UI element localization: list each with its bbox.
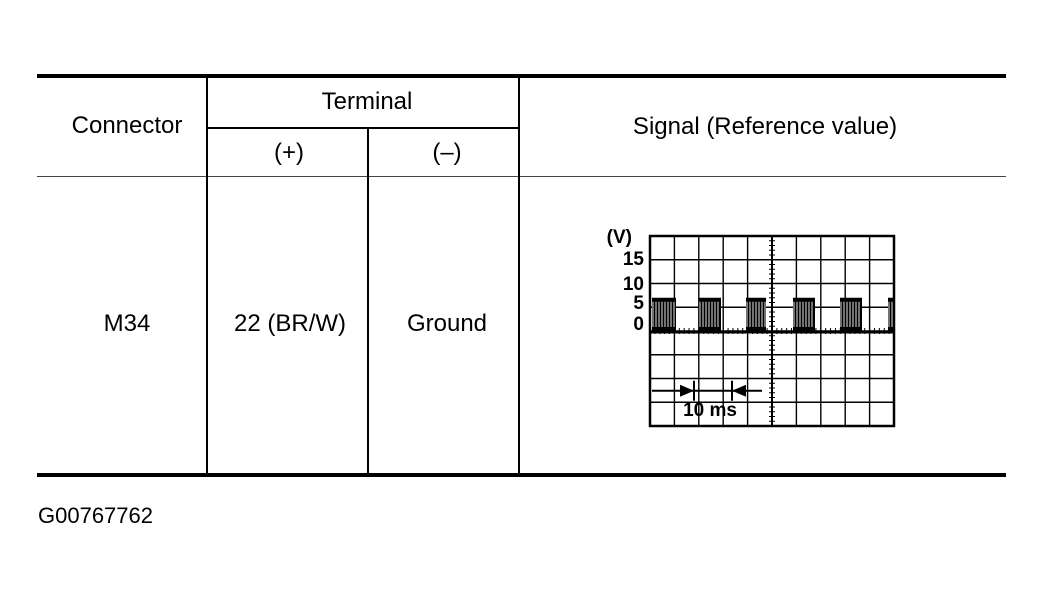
time-arrow-left [732, 384, 746, 397]
scope-y-label-5: 5 [633, 293, 644, 314]
header-terminal-minus: (–) [432, 139, 462, 166]
burst-body [888, 297, 894, 331]
table-bottom-rule [37, 473, 1006, 477]
burst-body [699, 297, 721, 331]
table-top-rule [37, 74, 1006, 78]
header-signal: Signal (Reference value) [632, 113, 898, 140]
scope-signal [650, 297, 894, 334]
oscilloscope-waveform: (V) 15 10 5 0 10 ms [607, 227, 896, 428]
scope-y-label-0: 0 [633, 314, 644, 335]
scope-time-label: 10 ms [683, 400, 737, 421]
scope-unit-label: (V) [607, 227, 632, 248]
terminal-divider-rule [207, 127, 519, 129]
time-arrow-right [680, 384, 694, 397]
scope-y-label-10: 10 [623, 274, 644, 295]
cell-connector: M34 [103, 310, 151, 337]
burst-body [793, 297, 815, 331]
scope-pulse-burst [840, 297, 862, 331]
column-divider-1 [206, 78, 208, 474]
figure-code: G00767762 [38, 503, 153, 528]
cell-terminal-minus: Ground [406, 310, 488, 337]
header-connector: Connector [71, 112, 183, 139]
scope-pulse-burst [888, 297, 894, 331]
cell-terminal-plus: 22 (BR/W) [233, 310, 347, 337]
time-span-marker [652, 380, 762, 401]
scope-pulse-burst [793, 297, 815, 331]
column-divider-2 [367, 128, 369, 474]
scope-pulse-burst [746, 297, 766, 331]
burst-body [840, 297, 862, 331]
scope-pulse-burst [652, 297, 676, 331]
header-terminal-plus: (+) [274, 139, 304, 166]
column-divider-3 [518, 78, 520, 474]
header-terminal: Terminal [321, 88, 413, 115]
header-bottom-rule [37, 176, 1006, 177]
scope-pulse-burst [699, 297, 721, 331]
scope-y-label-15: 15 [623, 249, 645, 270]
